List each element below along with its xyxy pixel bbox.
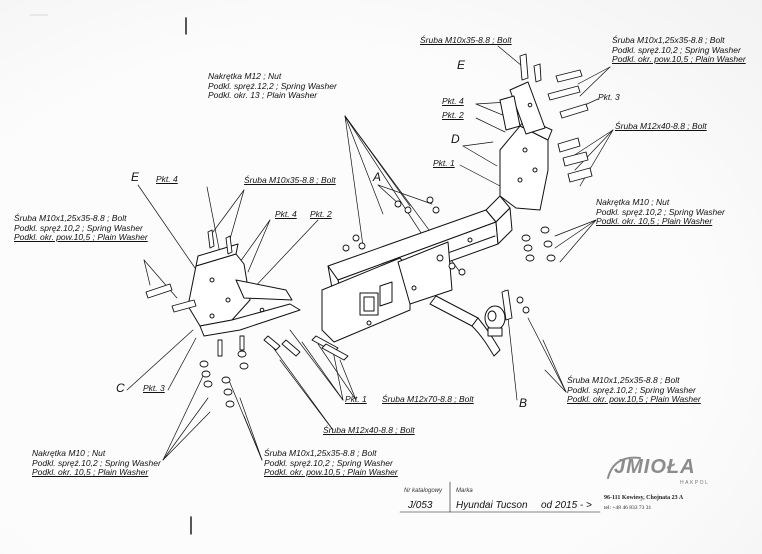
callout-line: Podkl. spręż.10,2 ; Spring Washer — [596, 206, 725, 217]
callout-bolt-m10x35-left: Śruba M10x35-8.8 ; Bolt — [244, 175, 336, 185]
callout-line: Podkl. spręż.12,2 ; Spring Washer — [208, 80, 337, 91]
callout-bolt-m10x125-top: Śruba M10x1,25x35-8.8 ; Bolt Podkl. sprę… — [612, 35, 746, 65]
right-side-bracket — [499, 81, 553, 211]
callout-line: Nakrętka M10 ; Nut — [32, 448, 106, 458]
callout-line: Podkl. spręż.10,2 ; Spring Washer — [32, 457, 161, 468]
callout-line: Podkl. spręż.10,2 ; Spring Washer — [612, 44, 741, 55]
logo-swoosh — [607, 456, 641, 479]
callout-bolt-m10x125-bottom-mid: Śruba M10x1,25x35-8.8 ; Bolt Podkl. sprę… — [264, 448, 398, 478]
company-address: 96-111 Kowiesy, Chojnata 23 A — [604, 495, 684, 501]
model-year: od 2015 - > — [541, 500, 592, 511]
callout-line: Podkl. okr. pow.10,5 ; Plain Washer — [567, 394, 701, 405]
callout-pkt3-left: Pkt. 3 — [143, 383, 165, 393]
callout-bolt-m10x125-left: Śruba M10x1,25x35-8.8 ; Bolt Podkl. sprę… — [14, 213, 148, 243]
detail-letter-e-left: E — [131, 170, 140, 184]
towball-neck — [429, 295, 506, 357]
company-logo-subtitle: HAKPOL — [680, 480, 710, 486]
callout-bolt-m10x125-bottom-right: Śruba M10x1,25x35-8.8 ; Bolt Podkl. sprę… — [567, 375, 701, 405]
catalog-number-label: Nr katalogowy — [404, 488, 443, 494]
title-block-frame — [399, 481, 601, 513]
callout-bolt-m12x70: Śruba M12x70-8.8 ; Bolt — [382, 394, 474, 404]
callout-pkt2-mid: Pkt. 2 — [310, 209, 332, 219]
detail-letter-a: A — [373, 170, 382, 184]
vehicle-model: Hyundai Tucson — [456, 500, 528, 511]
callout-pkt1-bottom: Pkt. 1 — [345, 394, 367, 404]
callout-line: Podkl. okr. pow.10,5 ; Plain Washer — [14, 232, 148, 243]
fasteners — [145, 53, 593, 408]
callout-pkt2-right: Pkt. 2 — [442, 110, 464, 120]
callout-line: Śruba M10x1,25x35-8.8 ; Bolt — [264, 448, 377, 458]
callout-line: Śruba M10x1,25x35-8.8 ; Bolt — [14, 213, 127, 223]
callout-pkt4-right: Pkt. 4 — [442, 96, 464, 106]
brand-label: Marka — [456, 488, 473, 494]
callout-line: Podkl. spręż.10,2 ; Spring Washer — [264, 457, 393, 468]
detail-letter-d: D — [451, 132, 460, 146]
company-logo-wordmark: JMIOŁA — [614, 456, 696, 478]
callout-line: Podkl. okr. pow.10,5 ; Plain Washer — [612, 54, 746, 65]
catalog-number: J/053 — [408, 500, 433, 511]
leader-lines — [126, 45, 614, 461]
callout-line: Podkl. spręż.10,2 ; Spring Washer — [567, 384, 696, 395]
callout-pkt3-right: Pkt. 3 — [598, 92, 620, 102]
callout-line: Śruba M10x1,25x35-8.8 ; Bolt — [612, 35, 725, 45]
detail-letter-b: B — [519, 396, 528, 410]
detail-letter-c: C — [116, 381, 125, 395]
callout-nut-m10-left: Nakrętka M10 ; Nut Podkl. spręż.10,2 ; S… — [32, 448, 161, 478]
callout-pkt4-mid: Pkt. 4 — [275, 209, 297, 219]
callout-bolt-m10x35-top: Śruba M10x35-8.8 ; Bolt — [420, 35, 512, 45]
callout-line: Podkl. okr. 10,5 ; Plain Washer — [596, 216, 713, 227]
left-side-bracket — [187, 243, 301, 337]
callout-line: Nakrętka M10 ; Nut — [596, 197, 670, 207]
callout-nut-m12: Nakrętka M12 ; Nut Podkl. spręż.12,2 ; S… — [208, 71, 337, 101]
callout-nut-m10-right: Nakrętka M10 ; Nut Podkl. spręż.10,2 ; S… — [596, 197, 725, 227]
callout-line: Podkl. okr. 13 ; Plain Washer — [208, 90, 318, 101]
callout-line: Podkl. okr. 10,5 ; Plain Washer — [32, 467, 149, 478]
detail-letter-e-top: E — [457, 58, 466, 72]
callout-pkt4-left: Pkt. 4 — [156, 174, 178, 184]
callout-bolt-m12x40-right: Śruba M12x40-8.8 ; Bolt — [615, 121, 707, 131]
callout-line: Podkl. okr. pow.10,5 ; Plain Washer — [264, 467, 398, 478]
callout-line: Podkl. spręż.10,2 ; Spring Washer — [14, 222, 143, 233]
callout-pkt1-center: Pkt. 1 — [433, 158, 455, 168]
company-phone: tel: +48 46 833 73 31 — [604, 505, 652, 511]
callout-line: Nakrętka M12 ; Nut — [208, 71, 282, 81]
callout-line: Śruba M10x1,25x35-8.8 ; Bolt — [567, 375, 680, 385]
callout-bolt-m12x40-bottom: Śruba M12x40-8.8 ; Bolt — [323, 425, 415, 435]
